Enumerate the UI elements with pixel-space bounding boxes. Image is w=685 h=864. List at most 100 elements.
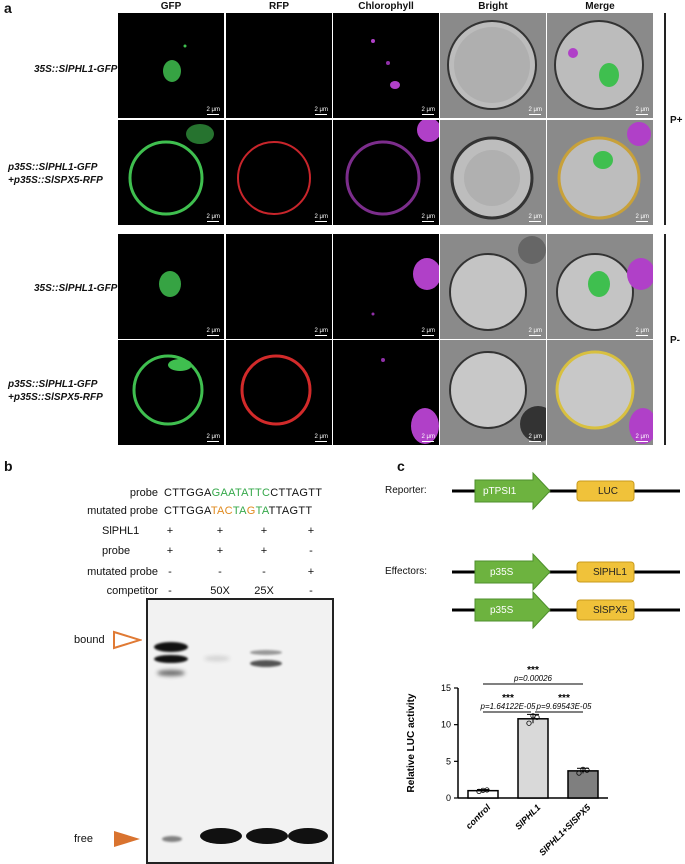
lane-mark: - bbox=[309, 545, 313, 557]
lane-mark: - bbox=[168, 585, 172, 597]
sig-stars: *** bbox=[558, 693, 570, 704]
mutated-probe-label: mutated probe bbox=[87, 505, 158, 517]
col-header-gfp: GFP bbox=[160, 1, 182, 12]
probe-seq-part-b: GAATATTC bbox=[211, 487, 271, 499]
micrograph-r3-gfp: 2 μm bbox=[118, 234, 224, 339]
probe-label: probe bbox=[129, 487, 158, 499]
group-bracket-pplus bbox=[664, 13, 666, 225]
data-point bbox=[484, 787, 490, 793]
row-label-2: p35S::SlPHL1-GFP +p35S::SlSPX5-RFP bbox=[8, 161, 103, 187]
x-tick-label: SlPHL1+SlSPX5 bbox=[537, 802, 593, 858]
y-tick-label: 10 bbox=[441, 720, 451, 730]
scale-bar: 2 μm bbox=[314, 214, 328, 220]
col-header-chlorophyll: Chlorophyll bbox=[358, 1, 414, 12]
gel-band-bound-lane3b bbox=[250, 660, 282, 667]
sig-stars: *** bbox=[527, 665, 539, 676]
lane-mark: + bbox=[307, 525, 315, 537]
micrograph-r3-rfp: 2 μm bbox=[226, 234, 332, 339]
effector2-promoter-label: p35S bbox=[490, 605, 514, 616]
scale-bar: 2 μm bbox=[314, 434, 328, 440]
micrograph-r3-chlorophyll: 2 μm bbox=[333, 234, 439, 339]
scale-bar: 2 μm bbox=[528, 328, 542, 334]
mut-seq-c: TA bbox=[232, 505, 247, 517]
mut-seq-e: TA bbox=[255, 505, 269, 517]
x-tick-label: SlPHL1 bbox=[513, 802, 542, 831]
micrograph-r1-rfp: 2 μm bbox=[226, 13, 332, 118]
row-slphl1-label: SlPHL1 bbox=[102, 525, 140, 537]
row-probe-label: probe bbox=[102, 545, 131, 557]
data-point bbox=[534, 714, 540, 720]
row-label-1: 35S::SlPHL1-GFP bbox=[34, 63, 117, 76]
lane-mark: - bbox=[218, 566, 222, 578]
micrograph-r4-merge: 2 μm bbox=[547, 340, 653, 445]
scale-bar: 2 μm bbox=[206, 434, 220, 440]
sig-pvalue: p=9.69543E-05 bbox=[536, 702, 592, 711]
gel-band-free-lane3 bbox=[246, 828, 288, 844]
gel-band-bound-lane3 bbox=[250, 650, 282, 655]
reporter-gene-label: LUC bbox=[598, 486, 619, 497]
lane-mark: - bbox=[168, 566, 172, 578]
probe-seq-part-a: CTTGGA bbox=[164, 487, 212, 499]
lane-mark: - bbox=[309, 585, 313, 597]
micrograph-r1-bright: 2 μm bbox=[440, 13, 546, 118]
scale-bar: 2 μm bbox=[635, 107, 649, 113]
panel-a-letter: a bbox=[4, 0, 12, 16]
lane-mark: + bbox=[166, 525, 174, 537]
row-label-3: 35S::SlPHL1-GFP bbox=[34, 282, 117, 295]
scale-bar: 2 μm bbox=[528, 107, 542, 113]
micrograph-r3-bright: 2 μm bbox=[440, 234, 546, 339]
lane-mark: + bbox=[260, 525, 268, 537]
mut-seq-d: G bbox=[246, 505, 256, 517]
reporter-label: Reporter: bbox=[385, 485, 427, 496]
col-header-merge: Merge bbox=[585, 1, 615, 12]
micrograph-r4-rfp: 2 μm bbox=[226, 340, 332, 445]
effectors-label: Effectors: bbox=[385, 566, 428, 577]
lane-mark: + bbox=[307, 566, 315, 578]
micrograph-r1-merge: 2 μm bbox=[547, 13, 653, 118]
reporter-promoter-label: pTPSI1 bbox=[483, 486, 517, 497]
scale-bar: 2 μm bbox=[421, 328, 435, 334]
gel-band-free-lane1 bbox=[162, 836, 182, 842]
effector2-gene-label: SlSPX5 bbox=[593, 605, 628, 616]
scale-bar: 2 μm bbox=[421, 107, 435, 113]
panel-b-letter: b bbox=[4, 458, 13, 474]
scale-bar: 2 μm bbox=[206, 214, 220, 220]
data-point bbox=[576, 770, 582, 776]
scale-bar: 2 μm bbox=[528, 214, 542, 220]
lane-mark: - bbox=[262, 566, 266, 578]
row-label-2-line-1: p35S::SlPHL1-GFP bbox=[8, 162, 98, 173]
scale-bar: 2 μm bbox=[635, 328, 649, 334]
gel-band-bound-lane1c bbox=[157, 670, 185, 676]
micrograph-r2-bright: 2 μm bbox=[440, 120, 546, 225]
scale-bar: 2 μm bbox=[206, 328, 220, 334]
data-point bbox=[584, 767, 590, 773]
bar bbox=[517, 718, 549, 799]
bound-label: bound bbox=[74, 634, 105, 646]
micrograph-r2-merge: 2 μm bbox=[547, 120, 653, 225]
mut-seq-f: TTAGTT bbox=[268, 505, 313, 517]
gel-band-bound-lane2 bbox=[204, 656, 230, 661]
micrograph-r4-chlorophyll: 2 μm bbox=[333, 340, 439, 445]
micrograph-r4-gfp: 2 μm bbox=[118, 340, 224, 445]
mutated-probe-sequence: CTTGGATACTAGTATTAGTT bbox=[164, 505, 312, 517]
row-label-4-line-1: p35S::SlPHL1-GFP bbox=[8, 379, 98, 390]
mut-seq-b: TAC bbox=[210, 505, 233, 517]
lane-mark: + bbox=[166, 545, 174, 557]
panel-c-letter: c bbox=[397, 458, 405, 474]
gel-band-bound-lane1 bbox=[154, 642, 188, 652]
x-tick-label: control bbox=[464, 802, 493, 831]
lane-mark: + bbox=[216, 525, 224, 537]
micrograph-r2-gfp: 2 μm bbox=[118, 120, 224, 225]
y-tick-label: 5 bbox=[446, 756, 451, 766]
reporter-construct-diagram bbox=[452, 471, 680, 630]
probe-seq-part-c: CTTAGTT bbox=[270, 487, 323, 499]
scale-bar: 2 μm bbox=[635, 214, 649, 220]
probe-sequence: CTTGGAGAATATTCCTTAGTT bbox=[164, 487, 322, 499]
scale-bar: 2 μm bbox=[314, 107, 328, 113]
y-tick-label: 0 bbox=[446, 793, 451, 803]
effector1-gene-label: SlPHL1 bbox=[593, 567, 627, 578]
micrograph-r4-bright: 2 μm bbox=[440, 340, 546, 445]
row-label-1-line-1: 35S::SlPHL1-GFP bbox=[34, 64, 118, 75]
row-label-2-line-2: +p35S::SlSPX5-RFP bbox=[8, 175, 103, 186]
lane-mark: 25X bbox=[254, 585, 274, 597]
